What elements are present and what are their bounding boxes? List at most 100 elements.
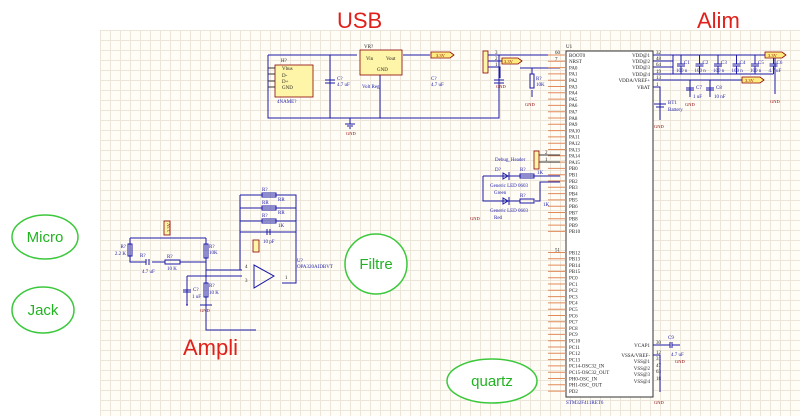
resistor[interactable] — [127, 243, 133, 257]
mcu-pin-label: PB4 — [569, 192, 578, 197]
usb-section: Vbus D- D+ GND H? 4NAME? VR? Vin Vout GN… — [267, 45, 504, 136]
bubble-jack-label: Jack — [28, 302, 59, 319]
cap-ref: R? — [140, 254, 146, 259]
bubble-jack[interactable] — [11, 286, 75, 334]
mcu-pin-label: PC11 — [569, 346, 580, 351]
bubble-filtre[interactable] — [344, 233, 408, 295]
gnd-label: GND — [346, 131, 356, 136]
resistor-led2[interactable] — [519, 198, 535, 204]
mcu-pin-number: 64 — [656, 63, 662, 68]
mcu-pin-label: VSS@3 — [634, 373, 651, 378]
power-header[interactable] — [482, 50, 489, 74]
decoupling-capacitor[interactable] — [673, 55, 778, 75]
capacitor-value: 100 n — [713, 69, 725, 74]
mcu-ref: U1 — [566, 45, 573, 50]
net-port-3v3 — [764, 51, 787, 59]
bubble-micro[interactable] — [11, 214, 79, 260]
net-label: 3.3V — [436, 53, 446, 58]
mcu-pin-label: PH1-OSC_OUT — [569, 384, 602, 389]
opamp[interactable] — [253, 264, 276, 289]
mcu-body[interactable] — [565, 50, 654, 398]
mcu-pin-number: 60 — [555, 51, 561, 56]
net-label: 3.3V — [166, 222, 171, 232]
usb-connector-part: 4NAME? — [277, 100, 297, 105]
opamp-part: OPA320AIDBVT — [297, 265, 333, 270]
regulator-vout: Vout — [386, 57, 396, 62]
mcu-pin-label: PA8 — [569, 117, 578, 122]
mcu-pin-label: PC2 — [569, 289, 578, 294]
cap-ref: C9 — [668, 336, 674, 341]
gnd-label: GND — [200, 308, 210, 313]
cap-ref: C? — [193, 288, 199, 293]
bubble-quartz[interactable] — [446, 358, 538, 404]
capacitor-value: 100 n — [732, 69, 744, 74]
mcu-pin-label: NRST — [569, 60, 582, 65]
ampli-section: 3.3V R? 2.2 K 4.7 uF R? R?10 K R?10K R?1… — [115, 188, 333, 331]
resistor-ref: R? — [209, 245, 215, 250]
mcu-pin-number: 31 — [656, 357, 662, 362]
feedback-resistor[interactable] — [261, 205, 277, 211]
mcu-pin-label: VSS@4 — [634, 380, 651, 385]
debug-header[interactable] — [533, 150, 540, 170]
header-pin: 1 — [545, 158, 548, 163]
mcu-pin-label: PC4 — [569, 302, 578, 307]
opamp-ref: U? — [297, 259, 304, 264]
led-ref: D? — [495, 168, 502, 173]
mcu-pin-label: PA2 — [569, 79, 578, 84]
mcu-pin-number: 1 — [656, 83, 659, 88]
mcu-pin-label: PC10 — [569, 340, 581, 345]
resistor-nrst[interactable] — [529, 73, 535, 89]
decoupling-capacitor[interactable] — [673, 55, 722, 75]
mcu-pin-label: VCAP1 — [634, 344, 650, 349]
usb-connector[interactable] — [274, 64, 314, 98]
regulator-vin: Vin — [366, 57, 374, 62]
header-pin: 2 — [495, 57, 498, 62]
resistor[interactable] — [164, 259, 181, 265]
net-port-3v3 — [430, 51, 455, 59]
mcu-pin-label: PC0 — [569, 277, 578, 282]
battery-icon — [654, 103, 666, 108]
feedback-resistor[interactable] — [261, 218, 277, 224]
capacitor-ref: C2 — [703, 61, 709, 66]
resistor[interactable] — [203, 282, 209, 298]
mcu-pin-number: 12 — [656, 351, 662, 356]
mcu-pin-label: PA12 — [569, 142, 580, 147]
debug-section: 21 Debug_Header D? R? 1K Generic LED 060… — [470, 150, 560, 221]
net-port-3v3-ampli — [163, 220, 171, 236]
mcu-pin-label: PC13 — [569, 358, 581, 363]
decoupling-capacitor[interactable] — [673, 55, 741, 75]
gnd-label: GND — [675, 359, 685, 364]
mcu-pin-number: 32 — [656, 51, 662, 56]
resistor-value: 1K — [278, 224, 285, 229]
resistor-led1[interactable] — [519, 173, 535, 179]
resistor-ref: RR — [262, 201, 269, 206]
resistor[interactable] — [203, 243, 209, 259]
mcu-pin-label: VSS@1 — [634, 360, 651, 365]
mcu-pin-number: 13 — [656, 76, 662, 81]
decoupling-capacitor[interactable] — [673, 55, 759, 75]
header-pin: 1 — [495, 63, 498, 68]
cap-ref: C? — [337, 77, 343, 82]
mcu-pin-label: PB1 — [569, 174, 578, 179]
mcu-pin-label: PD2 — [569, 390, 578, 395]
resistor-ref: R? — [536, 77, 542, 82]
voltage-regulator[interactable] — [359, 49, 403, 76]
mcu-pin-label: PB6 — [569, 205, 578, 210]
decoupling-capacitor[interactable] — [673, 55, 704, 75]
mcu-pin-label: VDD@1 — [632, 54, 650, 59]
mcu-pin-label: VDD@4 — [632, 73, 650, 78]
cap-ref: C7 — [696, 86, 702, 91]
cap-value: 4.7 uF — [142, 270, 155, 275]
regulator-name: Volt Reg — [362, 85, 380, 90]
decoupling-capacitor[interactable] — [673, 55, 685, 75]
mcu-pin-label: BOOT0 — [569, 54, 586, 59]
mcu-pin-label: PB5 — [569, 199, 578, 204]
gnd-label: GND — [654, 124, 664, 129]
mcu-pin-label: PB9 — [569, 224, 578, 229]
feedback-resistor[interactable] — [261, 192, 277, 198]
mcu-pin-label: PC14-OSC32_IN — [569, 365, 605, 370]
led-color: Green — [494, 191, 507, 196]
opamp-pin: 3 — [245, 279, 248, 284]
mcu-pin-label: PB12 — [569, 251, 581, 256]
mcu-pin-label: PA1 — [569, 73, 578, 78]
